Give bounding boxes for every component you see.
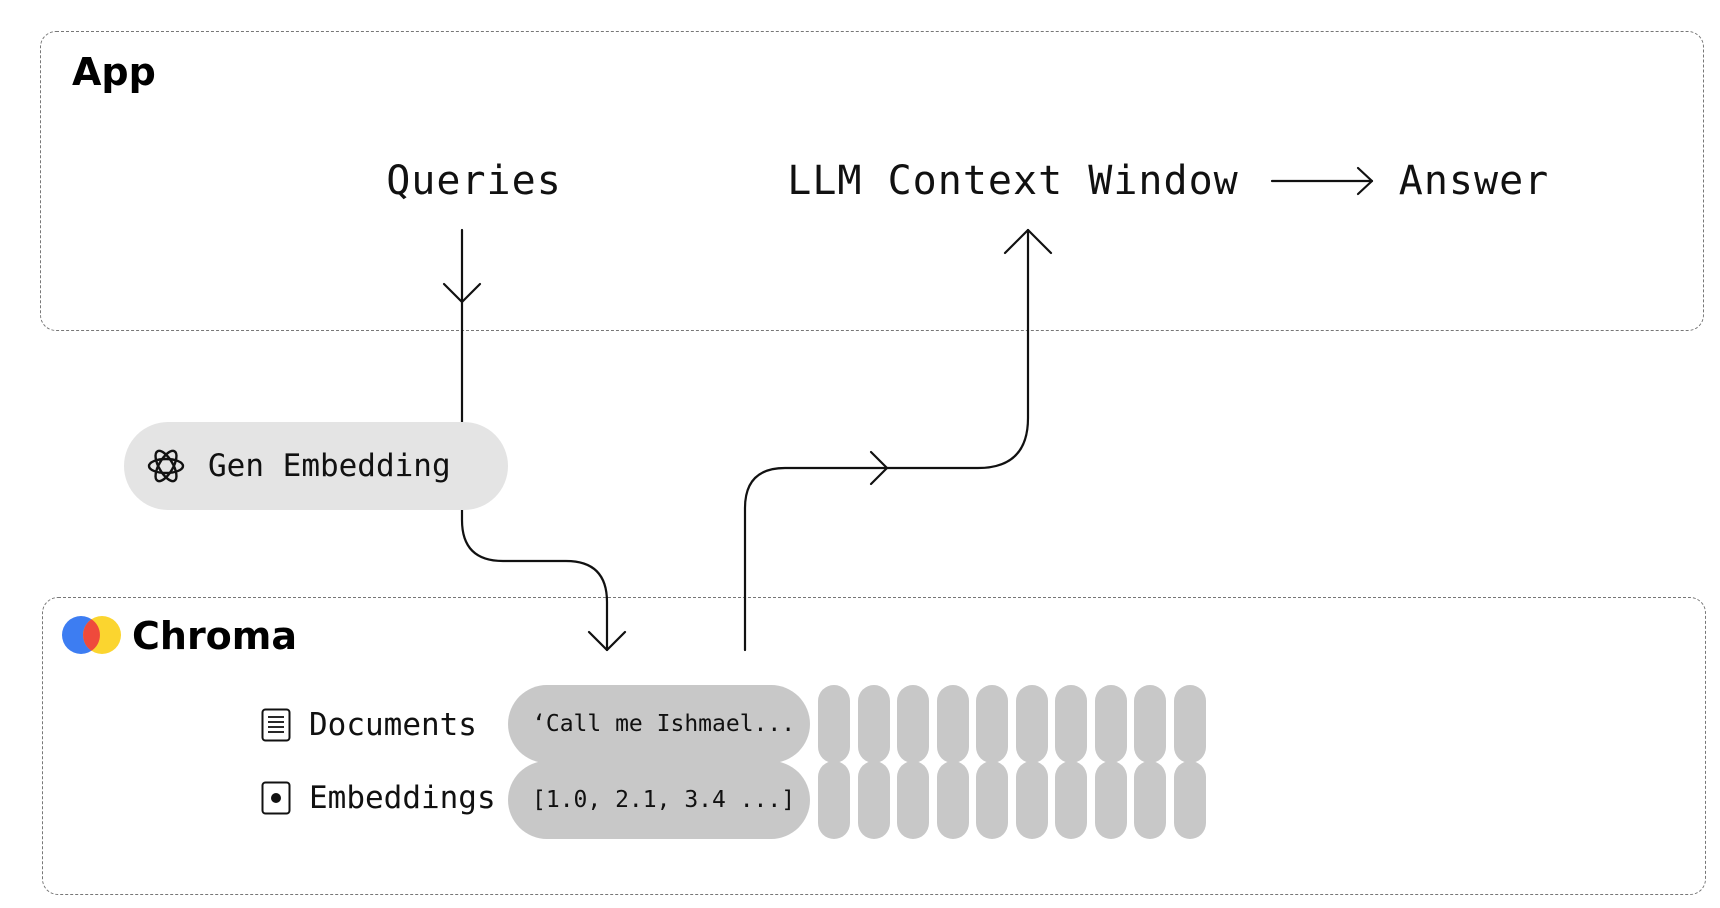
document-slot bbox=[937, 685, 969, 763]
chroma-logo-icon bbox=[62, 616, 121, 654]
document-sample-text: ‘Call me Ishmael... bbox=[532, 711, 796, 737]
embedding-slot bbox=[1134, 761, 1166, 839]
gen-embedding-step: Gen Embedding bbox=[124, 422, 508, 510]
embeddings-label: Embeddings bbox=[309, 780, 496, 816]
document-slot bbox=[897, 685, 929, 763]
document-slot bbox=[976, 685, 1008, 763]
document-record: ‘Call me Ishmael... bbox=[508, 685, 810, 763]
chroma-title: Chroma bbox=[132, 614, 298, 658]
embedding-record: [1.0, 2.1, 3.4 ...] bbox=[508, 761, 810, 839]
embedding-slot bbox=[1016, 761, 1048, 839]
embedding-slot bbox=[976, 761, 1008, 839]
embedding-slot bbox=[858, 761, 890, 839]
document-slot bbox=[818, 685, 850, 763]
document-slot bbox=[1095, 685, 1127, 763]
document-slot bbox=[1134, 685, 1166, 763]
embedding-slot bbox=[937, 761, 969, 839]
openai-logo-icon bbox=[147, 449, 185, 483]
embedding-slot bbox=[1055, 761, 1087, 839]
embedding-slot bbox=[1095, 761, 1127, 839]
document-slot bbox=[858, 685, 890, 763]
documents-label: Documents bbox=[309, 707, 477, 743]
results-arrowhead-1 bbox=[869, 450, 889, 486]
embedding-sample-text: [1.0, 2.1, 3.4 ...] bbox=[532, 787, 796, 813]
queries-node: Queries bbox=[386, 158, 562, 204]
llm-context-window-node: LLM Context Window bbox=[787, 158, 1239, 204]
document-icon bbox=[261, 708, 291, 742]
embedding-slot bbox=[1174, 761, 1206, 839]
document-slot bbox=[1174, 685, 1206, 763]
document-slot bbox=[1016, 685, 1048, 763]
document-slot bbox=[1055, 685, 1087, 763]
answer-node: Answer bbox=[1398, 158, 1550, 204]
app-title: App bbox=[72, 50, 156, 94]
vector-icon bbox=[261, 781, 291, 815]
gen-embedding-label: Gen Embedding bbox=[208, 448, 451, 484]
embedding-slot bbox=[897, 761, 929, 839]
embedding-slot bbox=[818, 761, 850, 839]
